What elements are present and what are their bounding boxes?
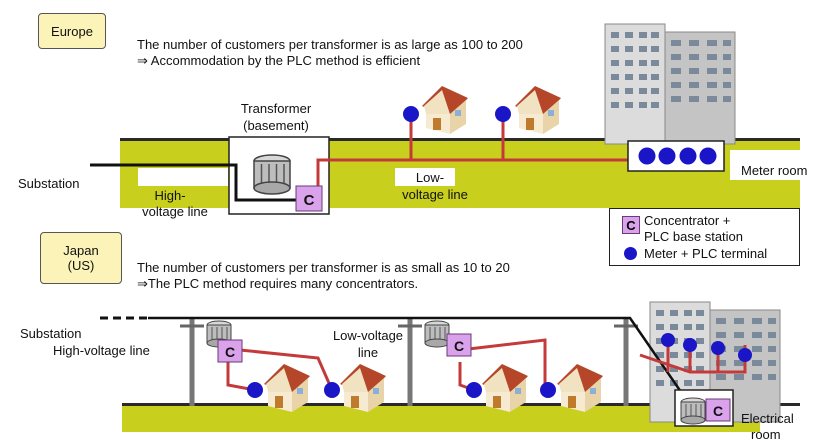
europe-hv-label-line1: High-	[154, 188, 186, 203]
japan-note-line1: The number of customers per transformer …	[137, 260, 510, 275]
europe-building-icon	[604, 23, 736, 145]
europe-meter-icon	[403, 106, 419, 122]
japan-house-icon	[264, 364, 310, 412]
japan-concentrator-icon	[446, 333, 472, 357]
japan-house-icon	[340, 364, 386, 412]
europe-meter-icon	[495, 106, 511, 122]
japan-meter-icons	[247, 333, 752, 398]
legend-concentrator-line1: Concentrator +	[644, 213, 731, 228]
japan-transformer-icon	[424, 320, 450, 348]
japan-lv-label-line2: line	[357, 345, 379, 360]
legend-meter-label: Meter + PLC terminal	[644, 246, 768, 261]
legend-concentrator-line2: PLC base station	[644, 229, 744, 244]
transformer-label-line2: (basement)	[243, 118, 309, 133]
electrical-room-label-line1: Electrical	[741, 411, 794, 426]
svg-text:C: C	[713, 403, 723, 419]
japan-region-label-line2: (US)	[67, 258, 95, 273]
legend: C Concentrator + PLC base station Meter …	[609, 208, 800, 266]
europe-lv-label-line2: voltage line	[402, 187, 468, 202]
europe-note-line1: The number of customers per transformer …	[137, 37, 523, 52]
japan-electrical-room: C	[674, 389, 734, 427]
japan-region-label-line1: Japan	[63, 243, 99, 258]
legend-meter-icon	[624, 247, 637, 260]
svg-text:C: C	[304, 192, 315, 209]
europe-region-label: Europe	[51, 23, 93, 39]
transformer-label-line1: Transformer	[240, 101, 312, 116]
japan-house-icon	[557, 364, 603, 412]
japan-poles	[189, 318, 629, 406]
europe-lv-label-line1: Low-	[415, 170, 445, 185]
europe-house-icon	[422, 86, 468, 134]
europe-hv-label-line2: voltage line	[142, 204, 208, 219]
svg-text:C: C	[225, 344, 235, 360]
japan-lv-label-line1: Low-voltage	[332, 328, 404, 343]
electrical-room-label-line2: room	[751, 427, 781, 442]
japan-note-line2: ⇒The PLC method requires many concentrat…	[137, 276, 419, 291]
legend-concentrator-icon: C	[622, 216, 640, 234]
europe-region-badge: Europe	[38, 13, 106, 49]
svg-text:C: C	[454, 338, 464, 354]
europe-meter-room	[627, 140, 725, 172]
meter-room-label: Meter room	[741, 163, 808, 178]
europe-note-line2: ⇒ Accommodation by the PLC method is eff…	[137, 53, 421, 68]
europe-concentrator-icon	[295, 185, 323, 212]
japan-substation-label: Substation	[20, 326, 82, 341]
europe-hv-line	[90, 163, 296, 202]
japan-house-icon	[482, 364, 528, 412]
japan-region-badge: Japan (US)	[40, 232, 122, 284]
europe-house-icon	[515, 86, 561, 134]
japan-concentrator-icon	[217, 339, 243, 363]
japan-hv-label: High-voltage line	[53, 343, 150, 358]
europe-substation-label: Substation	[18, 176, 80, 191]
japan-hv-line	[148, 316, 692, 406]
